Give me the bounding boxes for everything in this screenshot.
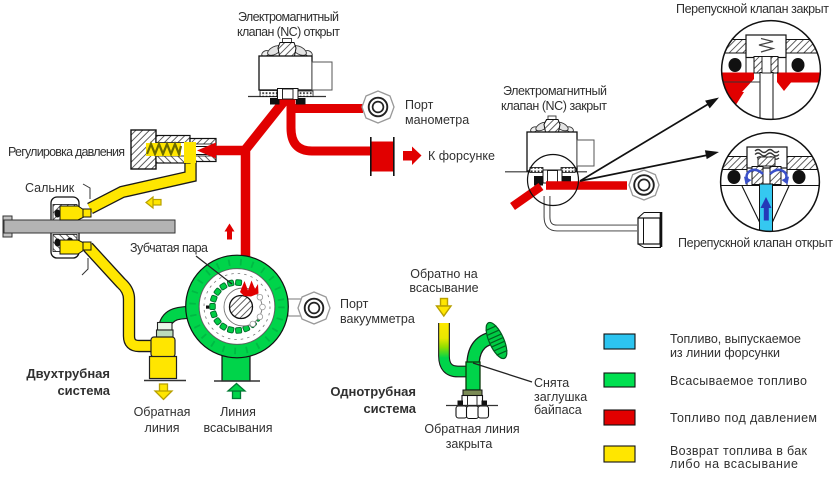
svg-text:Топливо под давлением: Топливо под давлением <box>670 411 817 425</box>
svg-text:Однотрубная: Однотрубная <box>330 384 416 399</box>
svg-text:Снята: Снята <box>534 376 569 390</box>
svg-text:Обратная линия: Обратная линия <box>424 422 519 436</box>
svg-text:система: система <box>363 401 416 416</box>
svg-text:Возврат топлива в бак: Возврат топлива в бак <box>670 444 808 458</box>
svg-text:Обратная: Обратная <box>134 405 191 419</box>
svg-text:Зубчатая пара: Зубчатая пара <box>130 241 208 255</box>
svg-text:закрыта: закрыта <box>446 437 493 451</box>
svg-text:Порт: Порт <box>340 297 369 311</box>
svg-text:клапан (NC) закрыт: клапан (NC) закрыт <box>501 99 607 113</box>
svg-text:либо на всасывание: либо на всасывание <box>670 457 798 471</box>
svg-text:заглушка: заглушка <box>534 390 587 404</box>
svg-text:из линии форсунки: из линии форсунки <box>670 346 780 360</box>
svg-text:Линия: Линия <box>220 405 256 419</box>
svg-text:Двухтрубная: Двухтрубная <box>26 366 110 381</box>
svg-text:Всасываемое топливо: Всасываемое топливо <box>670 374 807 388</box>
svg-text:Регулировка давления: Регулировка давления <box>8 145 125 159</box>
svg-text:Электромагнитный: Электромагнитный <box>503 84 607 98</box>
svg-text:система: система <box>57 383 110 398</box>
svg-text:манометра: манометра <box>405 113 469 127</box>
svg-text:клапан (NC) открыт: клапан (NC) открыт <box>237 25 340 39</box>
svg-text:Перепускной клапан закрыт: Перепускной клапан закрыт <box>676 2 829 16</box>
svg-text:Топливо, выпускаемое: Топливо, выпускаемое <box>670 332 801 346</box>
svg-text:Порт: Порт <box>405 98 434 112</box>
svg-text:Электромагнитный: Электромагнитный <box>238 10 339 24</box>
svg-text:всасывания: всасывания <box>203 421 272 435</box>
svg-text:всасывание: всасывание <box>409 281 478 295</box>
svg-text:К форсунке: К форсунке <box>428 149 495 163</box>
svg-text:вакуумметра: вакуумметра <box>340 312 415 326</box>
svg-text:линия: линия <box>145 421 180 435</box>
svg-text:Обратно на: Обратно на <box>410 267 477 281</box>
svg-text:Перепускной клапан открыт: Перепускной клапан открыт <box>678 236 833 250</box>
svg-text:Сальник: Сальник <box>25 181 75 195</box>
svg-text:байпаса: байпаса <box>534 403 582 417</box>
